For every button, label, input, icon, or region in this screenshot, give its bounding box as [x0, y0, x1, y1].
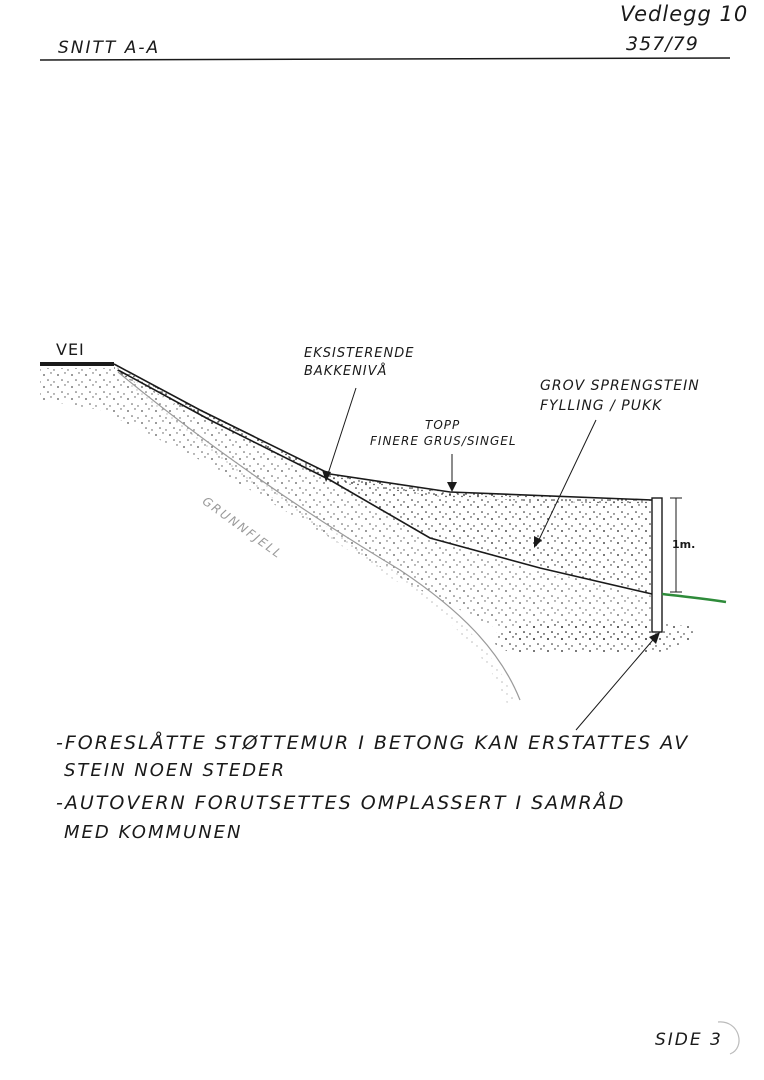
foundation-bed — [493, 621, 694, 654]
header-rule — [39, 57, 731, 61]
road-label: VEI — [56, 340, 85, 359]
terrain-line — [661, 592, 727, 604]
leader-coarse-fill — [534, 419, 597, 548]
note-2-line-2: MED KOMMUNEN — [64, 822, 243, 843]
note-1-line-1: -FORESLÅTTE STØTTEMUR I BETONG KAN ERSTA… — [56, 732, 690, 754]
retaining-wall — [651, 497, 663, 633]
top-layer-label: TOPP — [425, 418, 461, 432]
attachment-label: Vedlegg 10 — [620, 2, 749, 26]
coarse-fill-label: GROV SPRENGSTEIN — [540, 378, 700, 394]
dimension-label: 1m. — [672, 538, 696, 551]
coarse-fill-label-2: FYLLING / PUKK — [540, 398, 663, 414]
existing-ground-label-2: BAKKENIVÅ — [304, 364, 388, 379]
existing-ground-label: EKSISTERENDE — [304, 346, 415, 361]
bedrock-hatch — [127, 378, 516, 707]
fine-gravel-label: FINERE GRUS/SINGEL — [370, 434, 517, 448]
leader-existing-ground — [322, 387, 357, 482]
fill-zone — [114, 366, 652, 594]
section-title: SNITT A-A — [58, 38, 161, 58]
reference-number: 357/79 — [626, 33, 699, 55]
existing-ground-line — [117, 369, 653, 595]
page-number: SIDE 3 — [655, 1030, 723, 1050]
leader-fine-gravel — [447, 454, 457, 492]
note-2-line-1: -AUTOVERN FORUTSETTES OMPLASSERT I SAMRÅ… — [56, 792, 626, 814]
leader-retaining-wall — [575, 632, 660, 731]
note-1-line-2: STEIN NOEN STEDER — [64, 760, 287, 781]
page-circle — [717, 1021, 740, 1055]
